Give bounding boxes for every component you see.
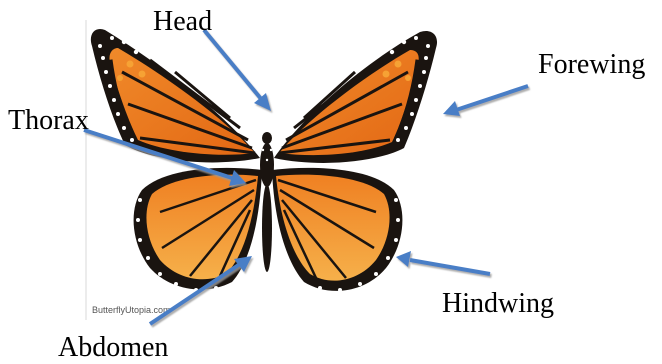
right-hindwing [272, 168, 402, 291]
head-label: Head [153, 8, 212, 36]
thorax-label: Thorax [8, 107, 89, 135]
head-part [262, 132, 272, 144]
forewing-label: Forewing [538, 51, 645, 79]
right-forewing [274, 31, 437, 163]
butterfly-body [260, 132, 274, 272]
hindwing-arrow [396, 251, 490, 274]
left-hindwing [134, 168, 262, 290]
forewing-arrow [443, 86, 528, 116]
abdomen-label: Abdomen [58, 334, 168, 362]
hindwing-label: Hindwing [442, 290, 554, 318]
head-arrow [204, 30, 271, 111]
watermark-text: ButterflyUtopia.com [92, 305, 171, 315]
abdomen-part [262, 184, 272, 272]
